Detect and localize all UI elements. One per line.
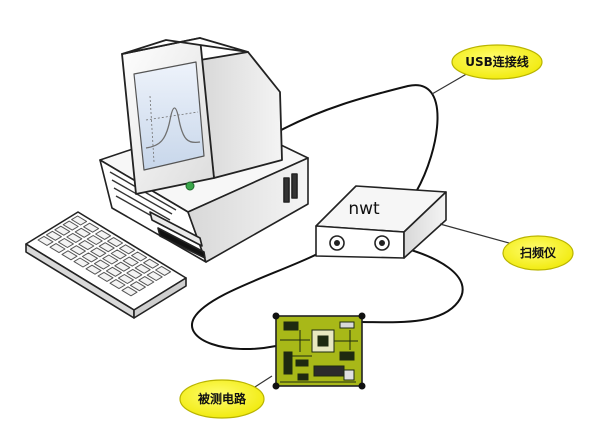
keyboard-icon	[25, 211, 187, 319]
probe-cable-right	[359, 242, 464, 324]
usb-cable	[269, 84, 439, 193]
probe-cable-left	[191, 242, 338, 350]
power-led-icon	[185, 181, 195, 191]
computer-monitor-icon	[121, 37, 283, 195]
callout-sweep-instrument: 扫频仪	[502, 235, 574, 271]
callout-usb-cable-label: USB连接线	[465, 54, 529, 69]
sweep-instrument-box-icon: nwt	[315, 185, 447, 259]
callout-sweep-instrument-label: 扫频仪	[520, 245, 557, 260]
callout-usb-cable: USB连接线	[451, 44, 543, 80]
screen-frequency-curve	[145, 95, 201, 163]
pcb-board-icon	[272, 312, 366, 390]
callout-circuit-under-test-label: 被测电路	[198, 391, 247, 406]
cables	[191, 84, 464, 350]
device-name-label: nwt	[348, 199, 380, 219]
callout-circuit-under-test: 被测电路	[179, 379, 265, 419]
